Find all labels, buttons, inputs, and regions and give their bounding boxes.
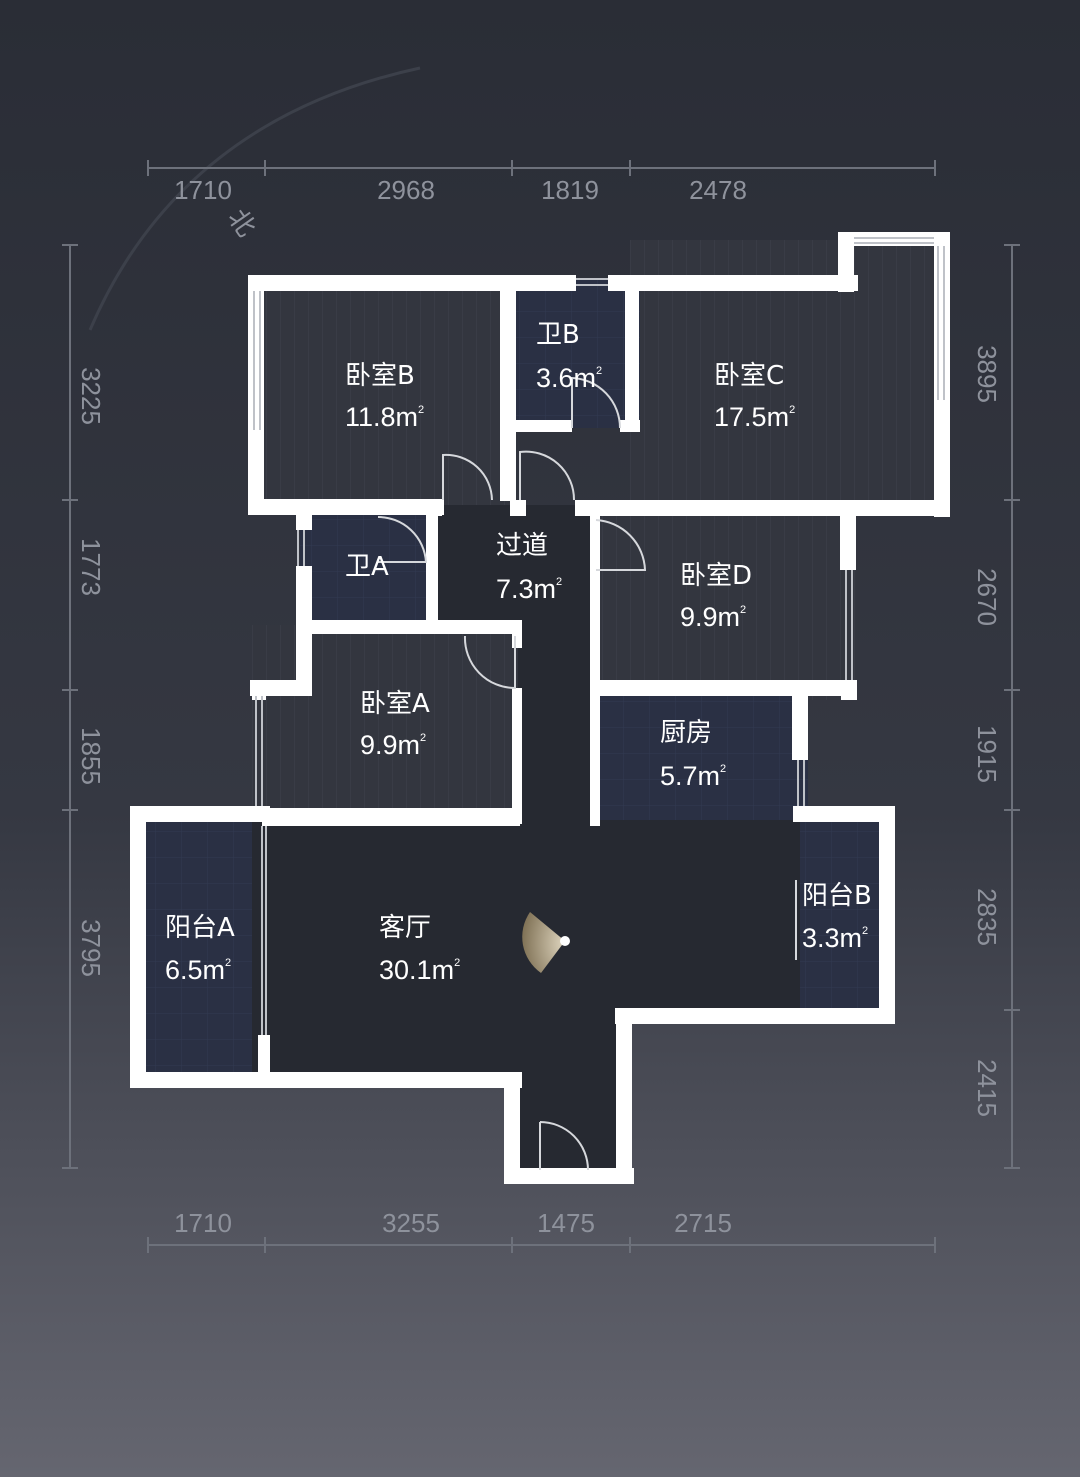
dim-bottom-2: 3255 bbox=[382, 1208, 440, 1238]
label-bedroom-d: 卧室D bbox=[680, 561, 752, 591]
viewpoint-marker bbox=[522, 912, 570, 973]
dim-bottom-1: 1710 bbox=[174, 1208, 232, 1238]
area-corridor: 7.3m2 bbox=[496, 574, 562, 604]
label-kitchen: 厨房 bbox=[660, 718, 712, 748]
dim-bottom-3: 1475 bbox=[537, 1208, 595, 1238]
dim-top-2: 2968 bbox=[377, 175, 435, 205]
label-balcony-a: 阳台A bbox=[165, 913, 235, 943]
floor-bedroom-d bbox=[596, 505, 856, 700]
dim-right-2: 2670 bbox=[972, 568, 1002, 626]
label-corridor: 过道 bbox=[496, 531, 548, 561]
dim-right-4: 2835 bbox=[972, 888, 1002, 946]
floor-bedroom-a bbox=[252, 625, 518, 825]
label-balcony-b: 阳台B bbox=[802, 881, 872, 911]
dim-top-1: 1710 bbox=[174, 175, 232, 205]
dim-left-1: 3225 bbox=[76, 367, 106, 425]
walls bbox=[130, 232, 950, 1184]
dim-right-3: 1915 bbox=[972, 725, 1002, 783]
floor-bath-b bbox=[512, 280, 640, 428]
dim-top-3: 1819 bbox=[541, 175, 599, 205]
floor-balcony-b bbox=[795, 808, 895, 1023]
floor-kitchen bbox=[596, 690, 808, 825]
area-bedroom-a: 9.9m2 bbox=[360, 730, 426, 760]
floor-bedroom-b bbox=[250, 275, 512, 515]
windows bbox=[253, 237, 945, 1035]
area-bath-b: 3.6m2 bbox=[536, 363, 602, 393]
label-bedroom-b: 卧室B bbox=[345, 361, 415, 391]
floor-balcony-a bbox=[134, 810, 274, 1085]
label-bath-b: 卫B bbox=[536, 320, 580, 350]
area-balcony-b: 3.3m2 bbox=[802, 923, 868, 953]
area-kitchen: 5.7m2 bbox=[660, 761, 726, 791]
dim-right-5: 2415 bbox=[972, 1059, 1002, 1117]
label-bedroom-a: 卧室A bbox=[360, 689, 430, 719]
dim-bottom-4: 2715 bbox=[674, 1208, 732, 1238]
room-labels: 卧室B 11.8m2 卫B 3.6m2 卧室C 17.5m2 卫A 过道 7.3… bbox=[165, 320, 872, 985]
dimension-lines bbox=[62, 160, 1020, 1253]
area-bedroom-c: 17.5m2 bbox=[714, 402, 795, 432]
label-bath-a: 卫A bbox=[345, 552, 389, 582]
dim-top-4: 2478 bbox=[689, 175, 747, 205]
doors bbox=[377, 376, 797, 1171]
dim-left-4: 3795 bbox=[76, 919, 106, 977]
area-balcony-a: 6.5m2 bbox=[165, 955, 231, 985]
label-living: 客厅 bbox=[379, 913, 431, 943]
dim-left-2: 1773 bbox=[76, 538, 106, 596]
area-living: 30.1m2 bbox=[379, 955, 460, 985]
compass-arc bbox=[88, 66, 421, 331]
label-bedroom-c: 卧室C bbox=[714, 361, 784, 391]
area-bedroom-b: 11.8m2 bbox=[345, 402, 424, 432]
dim-left-3: 1855 bbox=[76, 727, 106, 785]
area-bedroom-d: 9.9m2 bbox=[680, 602, 746, 632]
dim-right-1: 3895 bbox=[972, 345, 1002, 403]
